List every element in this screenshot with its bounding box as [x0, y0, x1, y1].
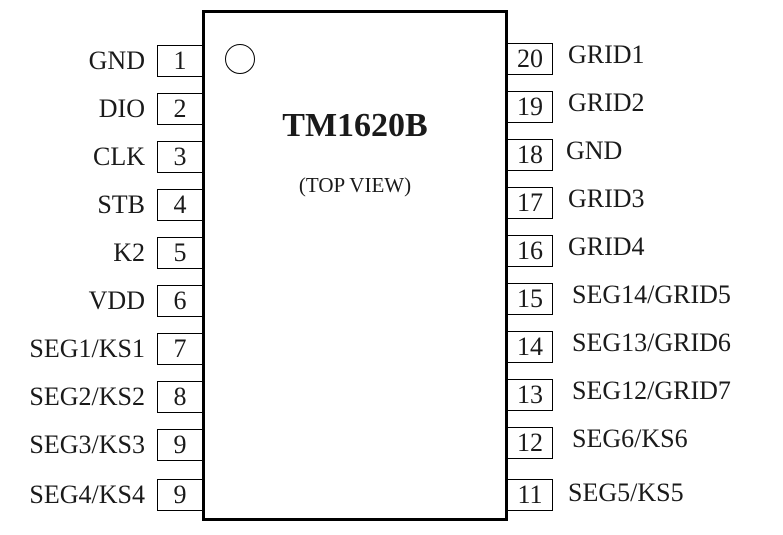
pin-label-left-10: SEG4/KS4 — [29, 480, 145, 509]
pin-label-left-9: SEG3/KS3 — [29, 430, 145, 459]
pin-number-1: 1 — [157, 45, 202, 77]
pin-label-right-5: GRID4 — [568, 232, 645, 261]
pin-label-left-6: VDD — [88, 286, 145, 315]
part-number: TM1620B — [282, 107, 428, 144]
pin-number-4: 4 — [157, 189, 202, 221]
pin-number-right-7: 14 — [508, 331, 553, 363]
pin-number-right-2: 19 — [508, 91, 553, 123]
pin-label-left-7: SEG1/KS1 — [29, 334, 145, 363]
pin-number-right-6: 15 — [508, 283, 553, 315]
pin-number-9: 9 — [157, 429, 202, 461]
pin-label-left-5: K2 — [113, 238, 145, 267]
pin-label-right-9: SEG6/KS6 — [572, 424, 688, 453]
view-label: (TOP VIEW) — [298, 173, 412, 197]
pin-number-5: 5 — [157, 237, 202, 269]
pin-label-right-2: GRID2 — [568, 88, 645, 117]
pin-number-right-5: 16 — [508, 235, 553, 267]
pin1-indicator-icon — [225, 44, 255, 74]
pin-label-left-1: GND — [88, 46, 145, 75]
pin-label-right-3: GND — [566, 136, 623, 165]
pin-number-2: 2 — [157, 93, 202, 125]
pin-label-right-1: GRID1 — [568, 40, 645, 69]
pin-label-left-8: SEG2/KS2 — [29, 382, 145, 411]
pin-label-left-2: DIO — [98, 94, 145, 123]
chip-body — [202, 10, 508, 521]
pin-number-right-8: 13 — [508, 379, 553, 411]
pin-number-right-10: 11 — [508, 479, 553, 511]
pin-label-left-4: STB — [97, 190, 145, 219]
pin-number-7: 7 — [157, 333, 202, 365]
pin-number-6: 6 — [157, 285, 202, 317]
pin-number-right-3: 18 — [508, 139, 553, 171]
pin-label-right-10: SEG5/KS5 — [568, 478, 684, 507]
pin-label-right-4: GRID3 — [568, 184, 645, 213]
pin-number-3: 3 — [157, 141, 202, 173]
pin-label-right-7: SEG13/GRID6 — [572, 328, 731, 357]
pin-label-right-8: SEG12/GRID7 — [572, 376, 731, 405]
pin-number-right-1: 20 — [508, 43, 553, 75]
pin-number-10: 9 — [157, 479, 202, 511]
pin-number-right-4: 17 — [508, 187, 553, 219]
pin-label-left-3: CLK — [93, 142, 145, 171]
pin-label-right-6: SEG14/GRID5 — [572, 280, 731, 309]
pin-number-8: 8 — [157, 381, 202, 413]
pin-number-right-9: 12 — [508, 427, 553, 459]
